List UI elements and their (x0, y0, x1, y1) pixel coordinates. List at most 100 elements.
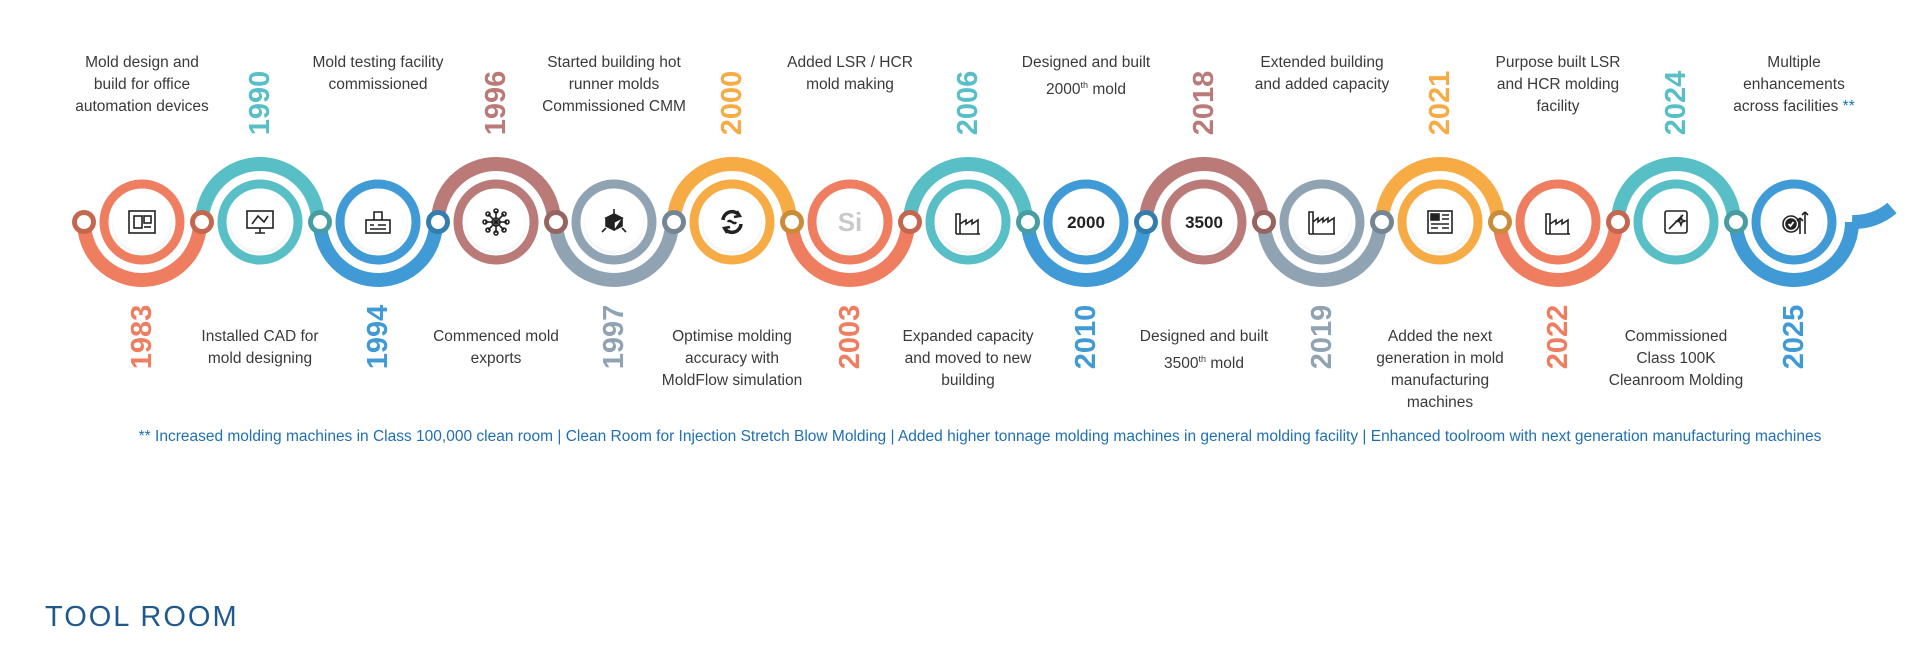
milestone-face (1175, 193, 1233, 251)
junction-dot (77, 215, 91, 229)
wave-arc (785, 221, 915, 287)
junction-dot (1139, 215, 1153, 229)
year-label: 2024 (1660, 70, 1692, 136)
milestone-ring (1161, 179, 1247, 265)
milestone-ring (1633, 179, 1719, 265)
year-label: 1997 (598, 304, 630, 370)
milestone-ring (571, 179, 657, 265)
large-factory-icon (1308, 211, 1335, 235)
wave-arc (1729, 221, 1859, 287)
year-label: 2003 (834, 304, 866, 370)
year-label: 2010 (1070, 304, 1102, 370)
wave-arc (313, 221, 443, 287)
milestone-face (349, 193, 407, 251)
junction-dot (313, 215, 327, 229)
milestone-face (1411, 193, 1469, 251)
milestone-face (821, 193, 879, 251)
junction-dot (1021, 215, 1035, 229)
milestone-face (1293, 193, 1351, 251)
milestone-ring (1515, 179, 1601, 265)
cad-monitor-icon (246, 210, 274, 234)
milestone-ring (689, 179, 775, 265)
milestone-ring (1279, 179, 1365, 265)
junction-dot (1375, 215, 1389, 229)
junction-dot (195, 215, 209, 229)
year-label: 1994 (362, 304, 394, 370)
junction-dot (667, 215, 681, 229)
wave-arc (1375, 157, 1505, 223)
wave-arc (431, 157, 561, 223)
simulation-cycle-icon (721, 209, 743, 235)
wave-arc (77, 221, 207, 287)
milestone-ring (453, 179, 539, 265)
wave-arc (903, 157, 1033, 223)
year-label: 2021 (1424, 70, 1456, 136)
mold-2000-icon: 2000 (1067, 213, 1105, 232)
wave-arc (667, 157, 797, 223)
junction-dot (1257, 215, 1271, 229)
factory-icon (1545, 213, 1570, 235)
junction-dot (1729, 215, 1743, 229)
junction-dot (431, 215, 445, 229)
cmm-cube-icon (601, 209, 627, 233)
testing-machine-icon (365, 211, 391, 234)
factory-icon (955, 213, 980, 235)
gear-growth-icon (1782, 211, 1809, 234)
wave-arc (1021, 221, 1151, 287)
junction-dot (1611, 215, 1625, 229)
year-label: 2025 (1778, 304, 1810, 370)
silicone-icon: Si (838, 207, 863, 237)
junction-dot (903, 215, 917, 229)
footnote: ** Increased molding machines in Class 1… (138, 428, 1822, 445)
manufacturing-machine-icon (1427, 210, 1453, 234)
year-label: 1990 (244, 70, 276, 136)
wave-arc (1139, 157, 1269, 223)
cleanroom-icon (1664, 210, 1688, 234)
milestone-ring (1043, 179, 1129, 265)
milestone-ring (1397, 179, 1483, 265)
wave-arc (549, 221, 679, 287)
wave-tail (1851, 202, 1897, 230)
wave-arc (1493, 221, 1623, 287)
export-network-icon (482, 208, 510, 236)
year-label: 2000 (716, 70, 748, 136)
year-label: 2019 (1306, 304, 1338, 370)
mold-3500-icon: 3500 (1185, 213, 1223, 232)
year-label: 1983 (126, 304, 158, 370)
year-label: 2018 (1188, 70, 1220, 136)
wave-arc (1611, 157, 1741, 223)
milestone-ring (925, 179, 1011, 265)
milestone-ring (217, 179, 303, 265)
year-label: 1996 (480, 70, 512, 136)
milestone-ring (99, 179, 185, 265)
year-label: 2006 (952, 70, 984, 136)
junction-dot (549, 215, 563, 229)
milestone-ring (335, 179, 421, 265)
milestone-ring (1751, 179, 1837, 265)
junction-dot (785, 215, 799, 229)
brand-title: TOOL ROOM (45, 601, 239, 633)
junction-dot (1493, 215, 1507, 229)
office-blueprint-icon (128, 210, 156, 234)
milestone-ring (807, 179, 893, 265)
year-label: 2022 (1542, 304, 1574, 370)
wave-arc (195, 157, 325, 223)
milestone-face (1057, 193, 1115, 251)
wave-arc (1257, 221, 1387, 287)
